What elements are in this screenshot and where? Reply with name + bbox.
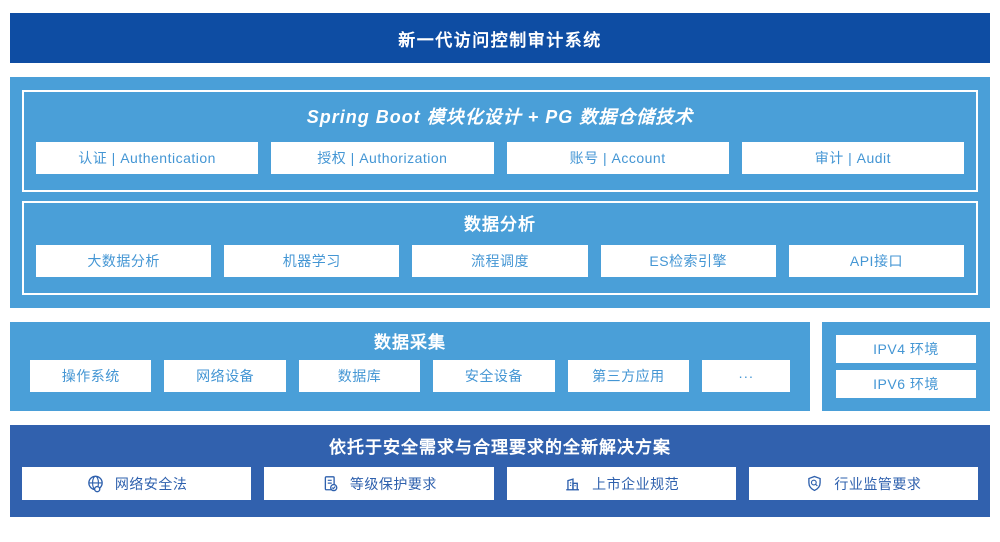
- solution-cybersecurity-law: 网络安全法: [22, 467, 252, 500]
- springboot-section: Spring Boot 模块化设计 + PG 数据仓储技术 认证 | Authe…: [22, 90, 978, 192]
- solution-title: 依托于安全需求与合理要求的全新解决方案: [329, 438, 671, 457]
- environment-block: IPV4 环境 IPV6 环境: [822, 322, 990, 411]
- solution-item-label: 等级保护要求: [349, 475, 437, 492]
- module-authentication: 认证 | Authentication: [36, 142, 259, 174]
- analysis-items-row: 大数据分析 机器学习 流程调度 ES检索引擎 API接口: [36, 245, 965, 277]
- collection-title: 数据采集: [374, 333, 446, 352]
- solution-listed-company: 上市企业规范: [506, 467, 736, 500]
- analysis-machine-learning: 机器学习: [224, 245, 400, 277]
- collection-row: 数据采集 操作系统 网络设备 数据库 安全设备 第三方应用 ··· IPV4 环…: [10, 322, 990, 411]
- page-title: 新一代访问控制审计系统: [398, 30, 602, 50]
- collect-network-device: 网络设备: [164, 360, 286, 392]
- access-control-audit-diagram: 新一代访问控制审计系统 Spring Boot 模块化设计 + PG 数据仓储技…: [0, 13, 1000, 542]
- analysis-section: 数据分析 大数据分析 机器学习 流程调度 ES检索引擎 API接口: [22, 201, 978, 295]
- solution-item-label: 上市企业规范: [592, 475, 680, 492]
- globe-icon: [86, 474, 105, 493]
- collect-security-device: 安全设备: [433, 360, 555, 392]
- building-icon: [563, 474, 582, 493]
- module-authorization: 授权 | Authorization: [271, 142, 494, 174]
- page-title-banner: 新一代访问控制审计系统: [10, 13, 990, 63]
- collection-items-row: 操作系统 网络设备 数据库 安全设备 第三方应用 ···: [30, 360, 791, 392]
- env-ipv4: IPV4 环境: [836, 335, 976, 363]
- module-account: 账号 | Account: [506, 142, 729, 174]
- env-ipv6: IPV6 环境: [836, 370, 976, 398]
- collection-block: 数据采集 操作系统 网络设备 数据库 安全设备 第三方应用 ···: [10, 322, 810, 411]
- collect-more: ···: [702, 360, 791, 392]
- collect-thirdparty-app: 第三方应用: [567, 360, 690, 392]
- analysis-bigdata: 大数据分析: [36, 245, 212, 277]
- collect-operating-system: 操作系统: [30, 360, 152, 392]
- collect-database: 数据库: [298, 360, 421, 392]
- springboot-section-title: Spring Boot 模块化设计 + PG 数据仓储技术: [306, 107, 694, 127]
- solution-classified-protection: 等级保护要求: [264, 467, 494, 500]
- analysis-es-search-engine: ES检索引擎: [600, 245, 776, 277]
- solution-block: 依托于安全需求与合理要求的全新解决方案 网络安全法: [10, 425, 990, 517]
- springboot-items-row: 认证 | Authentication 授权 | Authorization 账…: [36, 142, 964, 174]
- solution-item-label: 行业监管要求: [834, 475, 922, 492]
- solution-item-label: 网络安全法: [114, 475, 188, 492]
- solution-items-row: 网络安全法 等级保护要求: [22, 467, 978, 500]
- analysis-section-title: 数据分析: [464, 215, 536, 234]
- platform-block: Spring Boot 模块化设计 + PG 数据仓储技术 认证 | Authe…: [10, 77, 990, 308]
- analysis-workflow-scheduling: 流程调度: [412, 245, 588, 277]
- module-audit: 审计 | Audit: [741, 142, 964, 174]
- solution-industry-regulation: 行业监管要求: [748, 467, 978, 500]
- shield-search-icon: [805, 474, 824, 493]
- analysis-api: API接口: [788, 245, 965, 277]
- document-check-icon: [321, 474, 340, 493]
